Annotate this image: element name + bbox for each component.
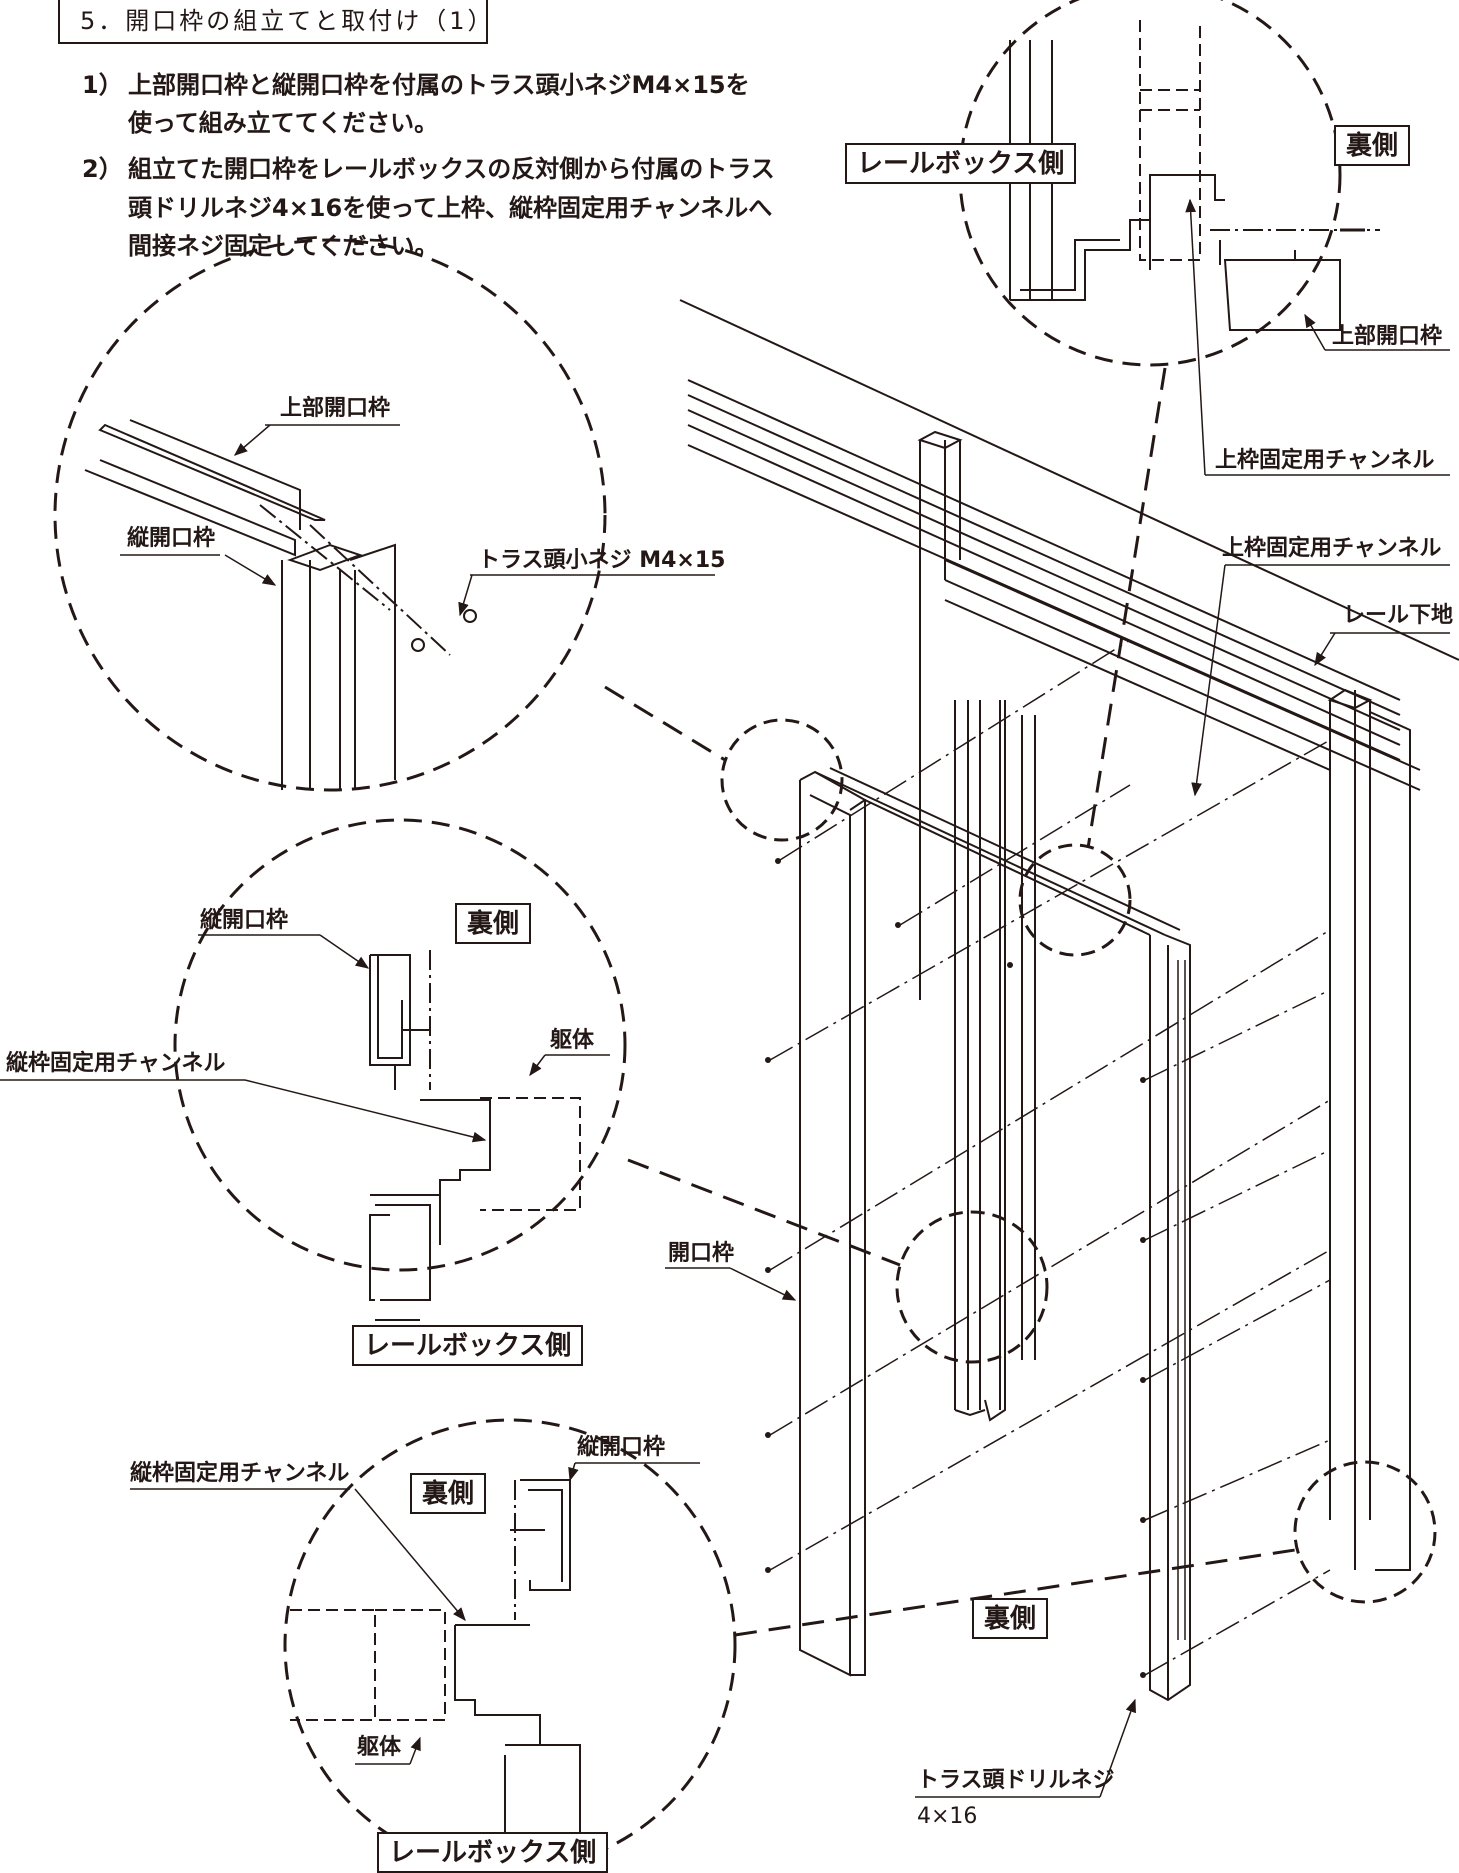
label-back-side-mid: 裏側 (455, 903, 532, 944)
leader-lines (0, 198, 1450, 1798)
label-back-side-bottom: 裏側 (410, 1473, 487, 1514)
label-top-frame-right: 上部開口枠 (1332, 324, 1443, 349)
section-heading: 5．開口枠の組立てと取付け（1） (80, 7, 495, 35)
label-top-frame-channel-1: 上枠固定用チャンネル (1215, 448, 1435, 473)
label-vertical-frame-channel-1: 縦枠固定用チャンネル (6, 1051, 226, 1076)
label-rail-box-side-top: レールボックス側 (845, 143, 1077, 184)
detail-circle-middle-left (173, 818, 627, 1321)
main-assembly (679, 299, 1459, 1702)
label-structure-1: 躯体 (550, 1028, 595, 1053)
small-circle-vertical (895, 1210, 1049, 1364)
label-vertical-frame-2: 縦開口枠 (200, 908, 289, 933)
detail-circle-bottom-left (283, 1418, 737, 1872)
label-structure-2: 躯体 (357, 1735, 402, 1760)
step-2-line-3: 間接ネジ固定してください。 (128, 232, 439, 260)
label-top-frame-left: 上部開口枠 (280, 396, 391, 421)
heading-box (58, 0, 488, 44)
label-truss-machine-screw: トラス頭小ネジ M4×15 (478, 548, 726, 573)
label-vertical-frame-1: 縦開口枠 (127, 526, 216, 551)
label-opening-frame: 開口枠 (668, 1241, 735, 1266)
small-circle-top-channel (1018, 843, 1132, 957)
label-truss-drill-screw-size: 4×16 (917, 1804, 978, 1829)
label-rail-base: レール下地 (1343, 603, 1454, 628)
label-vertical-frame-3: 縦開口枠 (577, 1435, 666, 1460)
label-rail-box-side-mid: レールボックス側 (352, 1325, 584, 1366)
step-2-line-2: 頭ドリルネジ4×16を使って上枠、縦枠固定用チャンネルへ (128, 194, 773, 222)
step-2-number: 2） (82, 155, 123, 183)
label-rail-box-side-bottom: レールボックス側 (377, 1832, 609, 1873)
label-vertical-frame-channel-2: 縦枠固定用チャンネル (130, 1461, 350, 1486)
label-back-side-top: 裏側 (1334, 125, 1411, 166)
step-1-line-1: 上部開口枠と縦開口枠を付属のトラス頭小ネジM4×15を (128, 71, 750, 99)
detail-circle-top-left (53, 238, 607, 792)
label-top-frame-channel-2: 上枠固定用チャンネル (1222, 536, 1442, 561)
small-circle-corner (720, 718, 844, 842)
step-2-line-1: 組立てた開口枠をレールボックスの反対側から付属のトラス (128, 155, 775, 183)
step-1-line-2: 使って組み立ててください。 (128, 109, 439, 137)
label-truss-drill-screw: トラス頭ドリルネジ (917, 1768, 1115, 1793)
label-back-side-main: 裏側 (972, 1598, 1049, 1639)
small-circle-bottom-right (1293, 1460, 1437, 1604)
step-1-number: 1） (82, 71, 123, 99)
